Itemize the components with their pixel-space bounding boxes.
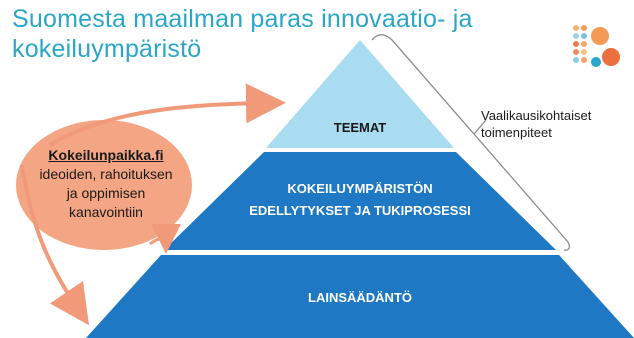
callout-site-link[interactable]: Kokeilunpaikka.fi (48, 147, 164, 163)
title-line-2: kokeiluympäristö (12, 35, 202, 63)
pyramid-top-tier (266, 40, 454, 148)
callout-line-2: ja oppimisen (66, 185, 146, 201)
bracket-line (371, 34, 571, 251)
arrow-to-middle-tier (149, 223, 181, 254)
callout-text: Kokeilunpaikka.fi ideoiden, rahoituksen … (28, 146, 184, 222)
arrow-to-top-tier (48, 83, 286, 147)
callout-bubble (16, 120, 192, 250)
callout-line-3: kanavointiin (69, 204, 143, 220)
dot-grid-logo-icon (573, 25, 620, 67)
tier-label-bottom: LAINSÄÄDÄNTÖ (308, 290, 412, 305)
tier-label-middle-2: EDELLYTYKSET JA TUKIPROSESSI (249, 203, 471, 218)
page-title: Suomesta maailman paras innovaatio- ja k… (12, 4, 532, 64)
callout-line-1: ideoiden, rahoituksen (39, 166, 173, 182)
title-line-1: Suomesta maailman paras innovaatio- ja (12, 5, 473, 33)
tier-label-middle-1: KOKEILUYMPÄRISTÖN (287, 181, 432, 196)
pyramid-bottom-tier (86, 255, 634, 338)
pyramid-middle-tier (164, 152, 556, 250)
bracket-label-line-1: Vaalikausikohtaiset (481, 108, 592, 123)
bracket-label: Vaalikausikohtaiset toimenpiteet (481, 107, 591, 141)
bracket-label-line-2: toimenpiteet (481, 125, 552, 140)
tier-label-top: TEEMAT (334, 120, 387, 135)
arrow-to-bottom-tier (20, 164, 90, 326)
